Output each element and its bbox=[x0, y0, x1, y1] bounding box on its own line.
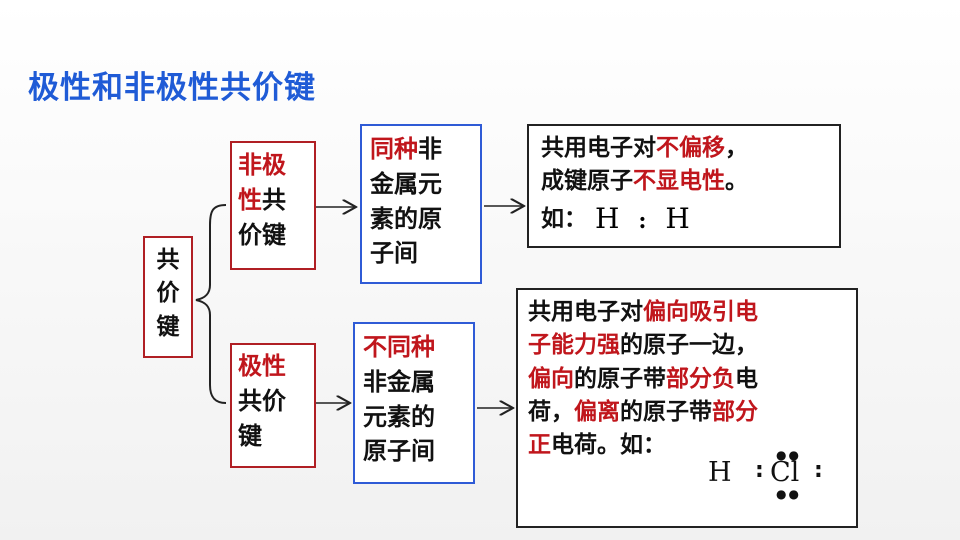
root-char-2: 价 bbox=[156, 280, 180, 307]
p-desc-line3: 偏向的原子带部分负电 bbox=[528, 365, 758, 392]
p-cond-line2: 非金属 bbox=[363, 367, 435, 396]
h2-electron-formula: H : H bbox=[595, 201, 690, 235]
hcl-lone-pair-right: : bbox=[814, 458, 823, 483]
page-title: 极性和非极性共价键 bbox=[28, 70, 316, 106]
np-cond-line1: 同种非 bbox=[370, 135, 442, 163]
polar-type-box: 极性 共价 键 bbox=[230, 343, 316, 468]
np-desc-line1: 共用电子对不偏移， bbox=[541, 135, 748, 161]
np-cond-line4: 子间 bbox=[370, 239, 418, 268]
hcl-h-symbol: H bbox=[708, 457, 732, 488]
polar-condition-box: 不同种 非金属 元素的 原子间 bbox=[353, 322, 475, 484]
nonpolar-description-box: 共用电子对不偏移， 成键原子不显电性。 如： H : H bbox=[527, 124, 841, 248]
p-type-line2: 共价 bbox=[238, 386, 286, 415]
p-type-line3: 键 bbox=[238, 421, 262, 450]
np-desc-line3: 如： H : H bbox=[541, 199, 831, 240]
p-desc-line2: 子能力强的原子一边， bbox=[528, 332, 758, 359]
hcl-shared-pair: : bbox=[755, 458, 764, 483]
nonpolar-condition-box: 同种非 金属元 素的原 子间 bbox=[360, 124, 482, 284]
root-char-3: 键 bbox=[156, 313, 180, 340]
nonpolar-type-box: 非极 性共 价键 bbox=[230, 141, 316, 270]
hcl-cl-symbol: Cl bbox=[770, 457, 800, 488]
p-desc-line5: 正电荷。如： bbox=[528, 432, 666, 459]
np-desc-line2: 成键原子不显电性。 bbox=[541, 168, 748, 195]
np-cond-line3: 素的原 bbox=[370, 204, 442, 233]
root-covalent-bond-box: 共 价 键 bbox=[143, 236, 193, 358]
p-cond-line1: 不同种 bbox=[363, 333, 435, 361]
p-desc-line1: 共用电子对偏向吸引电 bbox=[528, 299, 758, 325]
p-cond-line4: 原子间 bbox=[363, 437, 435, 466]
p-desc-line4: 荷，偏离的原子带部分 bbox=[528, 399, 758, 426]
np-type-line2: 性共 bbox=[238, 185, 286, 214]
hcl-lone-pair-bottom: ●● bbox=[776, 487, 801, 501]
brace bbox=[195, 204, 227, 404]
np-cond-line2: 金属元 bbox=[370, 169, 442, 198]
np-type-line1: 非极 bbox=[238, 151, 286, 179]
np-type-line3: 价键 bbox=[238, 220, 286, 249]
p-cond-line3: 元素的 bbox=[363, 402, 435, 431]
hcl-electron-formula: H : ●● Cl : ●● bbox=[700, 448, 832, 508]
hcl-lone-pair-top: ●● bbox=[776, 448, 801, 462]
polar-description-box: 共用电子对偏向吸引电 子能力强的原子一边， 偏向的原子带部分负电 荷，偏离的原子… bbox=[516, 288, 858, 528]
p-type-line1: 极性 bbox=[238, 352, 286, 380]
root-char-1: 共 bbox=[156, 247, 180, 273]
